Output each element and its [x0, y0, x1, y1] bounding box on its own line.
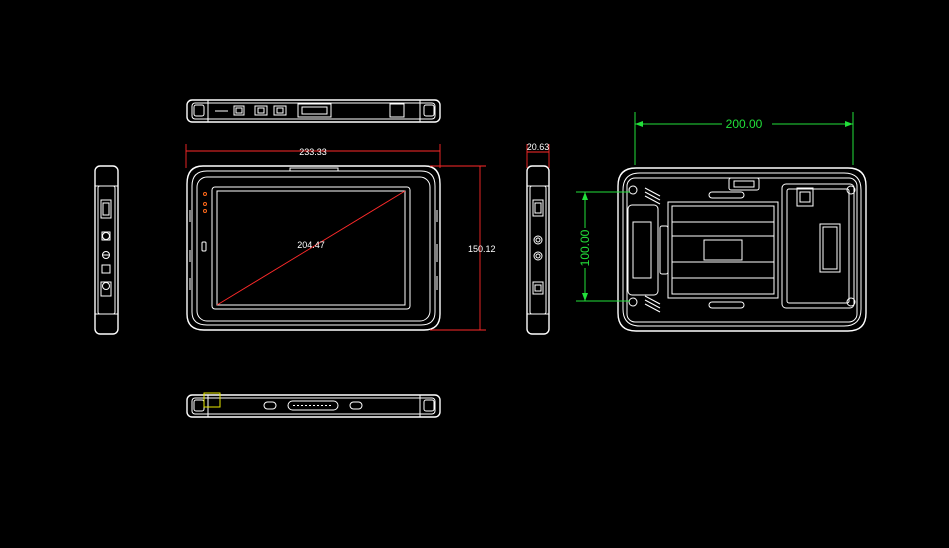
front-width-label: 233.33: [299, 147, 327, 157]
back-view: [576, 112, 867, 332]
back-width-label: 200.00: [726, 117, 763, 131]
left-side-view: [94, 165, 119, 335]
front-diagonal-label: 204.47: [297, 240, 325, 250]
front-view: [185, 144, 486, 331]
bottom-view: [186, 392, 441, 418]
top-view: [186, 99, 441, 123]
front-height-label: 150.12: [468, 244, 496, 254]
right-side-view: [526, 144, 550, 335]
side-thickness-label: 20.63: [527, 142, 550, 152]
highlight-box: [203, 392, 221, 408]
back-height-label: 100.00: [578, 229, 592, 266]
